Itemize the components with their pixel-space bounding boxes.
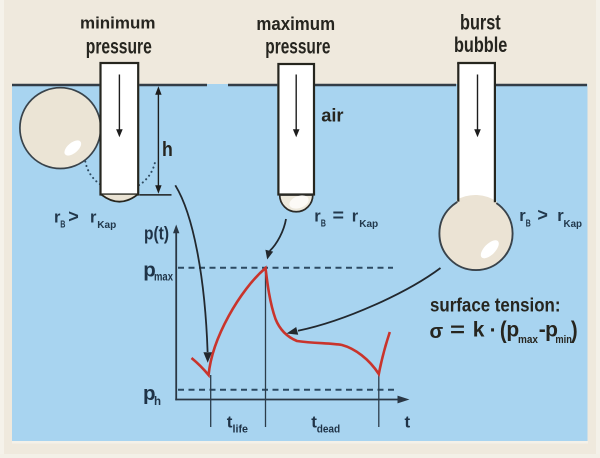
- svg-text:r: r: [557, 207, 564, 225]
- svg-text:burst: burst: [460, 10, 501, 34]
- svg-text:Kap: Kap: [564, 218, 583, 230]
- svg-text:B: B: [526, 219, 531, 230]
- svg-text:=: =: [333, 206, 345, 226]
- svg-text:·: ·: [490, 319, 497, 342]
- svg-text:surface tension:: surface tension:: [430, 295, 561, 317]
- svg-text:>: >: [537, 205, 548, 225]
- svg-text:minimum: minimum: [80, 14, 155, 33]
- svg-text:p: p: [143, 259, 156, 282]
- svg-text:p(t): p(t): [144, 224, 169, 244]
- svg-text:maximum: maximum: [256, 13, 335, 34]
- svg-text:B: B: [60, 220, 65, 231]
- svg-text:>: >: [68, 207, 79, 227]
- svg-text:-: -: [539, 319, 546, 342]
- svg-text:h: h: [154, 396, 161, 408]
- svg-text:r: r: [54, 209, 61, 227]
- svg-text:dead: dead: [317, 424, 341, 436]
- svg-text:min: min: [555, 334, 572, 346]
- svg-text:bubble: bubble: [454, 33, 507, 57]
- svg-text:): ): [571, 317, 578, 344]
- svg-text:air: air: [321, 105, 343, 126]
- svg-text:(: (: [500, 317, 507, 344]
- svg-text:B: B: [321, 219, 326, 230]
- svg-text:p: p: [506, 319, 519, 342]
- svg-text:r: r: [519, 207, 526, 225]
- svg-text:t: t: [227, 413, 233, 432]
- svg-text:=: =: [450, 320, 465, 342]
- svg-text:σ: σ: [430, 321, 444, 343]
- svg-text:r: r: [352, 208, 359, 226]
- svg-text:h: h: [162, 138, 173, 161]
- svg-text:pressure: pressure: [86, 36, 152, 59]
- svg-text:p: p: [143, 382, 156, 405]
- svg-text:p: p: [545, 319, 558, 342]
- svg-text:Kap: Kap: [359, 218, 378, 230]
- svg-text:pressure: pressure: [265, 36, 330, 59]
- svg-text:max: max: [518, 334, 539, 346]
- svg-text:k: k: [473, 319, 485, 342]
- svg-text:r: r: [314, 208, 321, 226]
- svg-text:t: t: [311, 413, 317, 432]
- svg-text:max: max: [154, 272, 173, 284]
- svg-text:t: t: [405, 412, 411, 431]
- svg-text:r: r: [90, 209, 97, 227]
- svg-text:Kap: Kap: [97, 219, 116, 231]
- svg-text:life: life: [233, 424, 249, 436]
